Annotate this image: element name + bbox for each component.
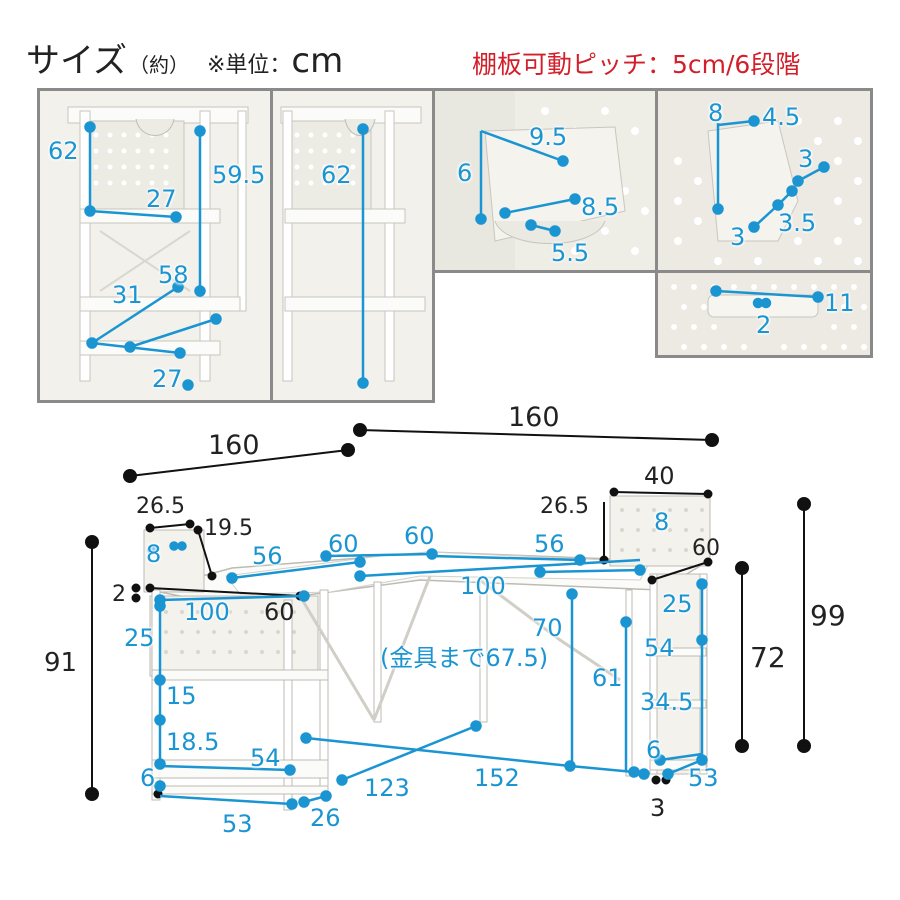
dim-left-15: 15 (166, 682, 197, 710)
dim-right-56: 56 (534, 530, 565, 558)
dim-left-26: 26 (310, 804, 341, 832)
dim-mid-depth-60: 60 (404, 522, 435, 550)
unit-cm: cm (291, 41, 344, 81)
dim-hook-6: 6 (457, 159, 473, 187)
dim-cup-8: 8 (708, 99, 724, 127)
dim-right-panel-8: 8 (654, 508, 670, 536)
dim-left-56: 56 (252, 542, 283, 570)
panel-shelf-right: 62 (270, 88, 435, 403)
dim-d-31: 31 (112, 281, 143, 309)
dim-total-160-left: 160 (208, 430, 260, 461)
dim-hook-5-5: 5.5 (551, 239, 590, 267)
dim-w-58: 58 (158, 261, 189, 289)
shelf-pitch-note: 棚板可動ピッチ：5cm/6段階 (472, 50, 801, 79)
dim-left-panel-19-5: 19.5 (204, 516, 253, 541)
page-title: サイズ（約） ※単位：cm (26, 44, 343, 78)
dim-right-panel-40: 40 (644, 462, 675, 490)
dim-left-25: 25 (124, 624, 155, 652)
hanger-drawing (658, 273, 870, 355)
hook-tray-drawing (435, 91, 655, 270)
dim-right-60: 60 (692, 536, 720, 561)
dim-right-53: 53 (688, 764, 719, 792)
dim-cup-3-5: 3.5 (778, 209, 817, 237)
dim-left-panel-26-5: 26.5 (136, 494, 185, 519)
dim-right-34-5: 34.5 (640, 688, 694, 716)
dim-hanger-11: 11 (824, 289, 855, 317)
dim-cup-4-5: 4.5 (762, 103, 801, 131)
dim-h-62-right: 62 (321, 161, 352, 189)
dim-hook-9-5: 9.5 (529, 123, 568, 151)
dim-left-panel-8: 8 (146, 540, 162, 568)
dim-left-100: 100 (184, 598, 230, 626)
dim-left-front-60: 60 (264, 598, 295, 626)
dim-cup-3-r: 3 (798, 145, 814, 173)
panel-shelf-left: 62 59.5 27 58 31 27 (37, 88, 277, 403)
panel-cup-holder: 8 4.5 3 3 3.5 (655, 88, 873, 273)
shelf-right-drawing (273, 91, 432, 400)
shelf-left-drawing (40, 91, 274, 400)
dim-left-53: 53 (222, 810, 253, 838)
title-paren: （約） (128, 53, 189, 77)
dim-right-54: 54 (644, 634, 675, 662)
dim-left-depth-60: 60 (328, 530, 359, 558)
dim-d-27-mid: 27 (146, 185, 177, 213)
dim-height-67-5: (金具まで67.5) (380, 644, 549, 672)
dim-height-99: 99 (810, 599, 846, 632)
dim-width-152: 152 (474, 764, 520, 792)
panel-hanger: 11 2 (655, 270, 873, 358)
dim-right-25: 25 (662, 590, 693, 618)
dim-height-91: 91 (44, 648, 78, 678)
dim-left-54: 54 (250, 744, 281, 772)
dim-d-27-base: 27 (152, 365, 183, 393)
dim-right-6: 6 (646, 736, 662, 764)
cup-holder-drawing (658, 91, 870, 270)
unit-label: ※単位： (206, 53, 292, 78)
panel-hook-tray: 6 9.5 8.5 5.5 (432, 88, 658, 273)
dim-hook-8-5: 8.5 (581, 193, 620, 221)
dim-hanger-2: 2 (756, 311, 772, 339)
dim-height-70: 70 (532, 614, 563, 642)
dim-h-62: 62 (48, 137, 79, 165)
dim-left-6: 6 (140, 764, 156, 792)
dim-left-18-5: 18.5 (166, 728, 220, 756)
dim-diag-123: 123 (364, 774, 410, 802)
dim-height-72: 72 (750, 641, 786, 674)
dim-right-3: 3 (650, 794, 666, 822)
dim-height-61: 61 (592, 664, 623, 692)
dim-h-59-5: 59.5 (212, 161, 266, 189)
dim-left-gap-2: 2 (112, 582, 126, 607)
title-text: サイズ (26, 41, 127, 81)
dim-right-100: 100 (460, 572, 506, 600)
dim-cup-3: 3 (730, 223, 746, 251)
dim-total-160-right: 160 (508, 402, 560, 433)
dim-right-panel-26-5: 26.5 (540, 494, 589, 519)
